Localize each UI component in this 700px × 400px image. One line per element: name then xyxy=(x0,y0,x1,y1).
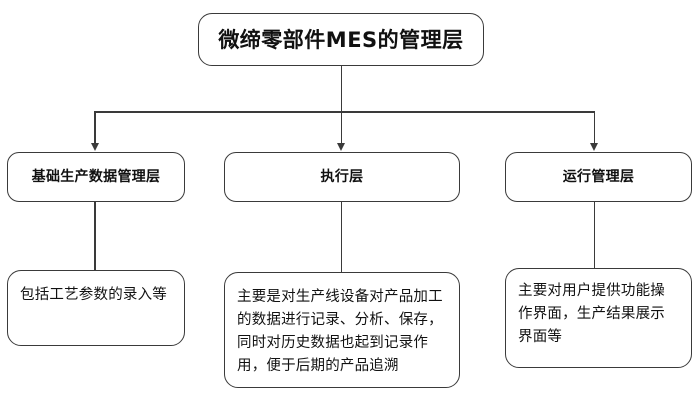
connector-horizontal-bus xyxy=(95,111,595,113)
layer-label-1: 基础生产数据管理层 xyxy=(31,169,161,185)
diagram-title-label: 微缔零部件MES的管理层 xyxy=(218,27,464,52)
description-node-operation-management-layer: 主要对用户提供功能操作界面，生产结果展示界面等 xyxy=(505,268,692,368)
arrow-head-layer-3 xyxy=(590,143,599,151)
layer-label-2: 执行层 xyxy=(320,169,364,185)
connector-layer-2-to-description xyxy=(340,202,343,272)
connector-bus-to-layer-1 xyxy=(94,111,96,144)
layer-node-operation-management-layer: 运行管理层 xyxy=(505,152,692,202)
connector-bus-to-layer-3 xyxy=(593,111,596,144)
layer-node-execution-layer: 执行层 xyxy=(224,152,460,202)
connector-layer-3-to-description xyxy=(593,202,596,268)
arrow-head-layer-1 xyxy=(90,143,99,151)
arrow-head-layer-2 xyxy=(336,143,345,151)
connector-layer-1-to-description xyxy=(94,202,96,270)
description-text-2: 主要是对生产线设备对产品加工的数据进行记录、分析、保存，同时对历史数据也起到记录… xyxy=(237,289,443,374)
layer-node-basic-production-data-management-layer: 基础生产数据管理层 xyxy=(7,152,185,202)
diagram-title-node: 微缔零部件MES的管理层 xyxy=(198,13,484,66)
description-node-basic-production-data-management-layer: 包括工艺参数的录入等 xyxy=(7,270,185,346)
connector-title-stem xyxy=(340,66,343,112)
description-text-3: 主要对用户提供功能操作界面，生产结果展示界面等 xyxy=(518,283,665,345)
connector-bus-to-layer-2 xyxy=(340,111,343,144)
layer-label-3: 运行管理层 xyxy=(562,169,635,185)
description-text-1: 包括工艺参数的录入等 xyxy=(20,287,167,303)
description-node-execution-layer: 主要是对生产线设备对产品加工的数据进行记录、分析、保存，同时对历史数据也起到记录… xyxy=(224,272,460,388)
